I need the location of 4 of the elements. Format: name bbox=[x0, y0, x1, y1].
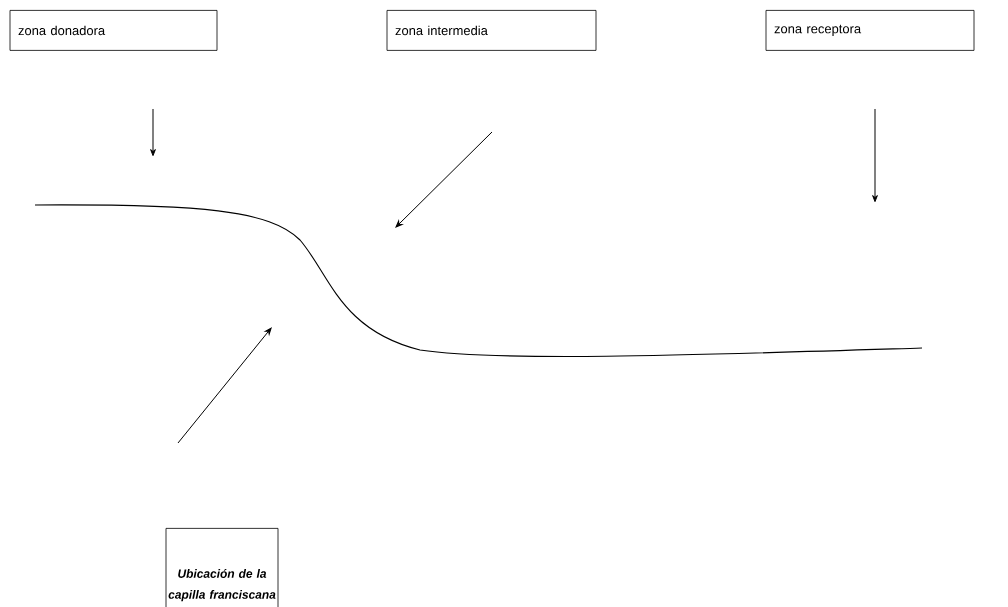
label-box: zona receptora bbox=[765, 10, 975, 51]
label-box: zona intermedia bbox=[386, 10, 597, 51]
note-box: Ubicación de la capilla franciscana bbox=[165, 528, 279, 607]
label-box: zona donadora bbox=[9, 10, 218, 51]
